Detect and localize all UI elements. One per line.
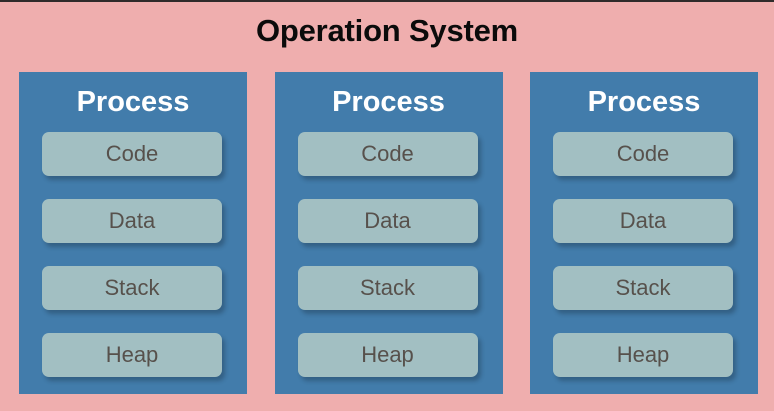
segment-label: Heap [105, 342, 159, 367]
segment-code: Code [553, 132, 733, 176]
segment-data: Data [42, 199, 222, 243]
segment-label: Stack [615, 275, 671, 300]
segment-label: Heap [616, 342, 670, 367]
segment-data: Data [297, 199, 478, 243]
process-box-1: Process Code Data Stack Heap [19, 72, 247, 394]
process-box-3: Process Code Data Stack Heap [530, 72, 758, 394]
segment-code: Code [42, 132, 222, 176]
process-title: Process [332, 86, 445, 118]
segment-stack: Stack [297, 266, 478, 310]
process-segment-list: Code Data Stack Heap [42, 132, 222, 377]
segment-label: Stack [359, 275, 416, 300]
process-segment-list: Code Data Stack Heap [297, 132, 478, 377]
segment-stack: Stack [42, 266, 222, 310]
segment-label: Data [619, 208, 667, 233]
segment-heap: Heap [297, 333, 478, 377]
segment-heap: Heap [42, 333, 222, 377]
segment-label: Code [361, 141, 414, 166]
segment-label: Stack [104, 275, 160, 300]
process-box-2: Process Code Data Stack Heap [274, 72, 503, 394]
segment-label: Data [364, 208, 411, 233]
segment-label: Heap [361, 342, 414, 367]
segment-label: Code [105, 141, 159, 166]
segment-code: Code [297, 132, 478, 176]
segment-label: Code [616, 141, 670, 166]
segment-label: Data [108, 208, 156, 233]
segment-data: Data [553, 199, 733, 243]
segment-heap: Heap [553, 333, 733, 377]
process-title: Process [587, 86, 701, 118]
process-segment-list: Code Data Stack Heap [553, 132, 733, 377]
segment-stack: Stack [553, 266, 733, 310]
diagram-title: Operation System [255, 13, 519, 48]
process-row: Process Code Data Stack Heap Process [19, 72, 758, 394]
process-title: Process [76, 86, 190, 118]
